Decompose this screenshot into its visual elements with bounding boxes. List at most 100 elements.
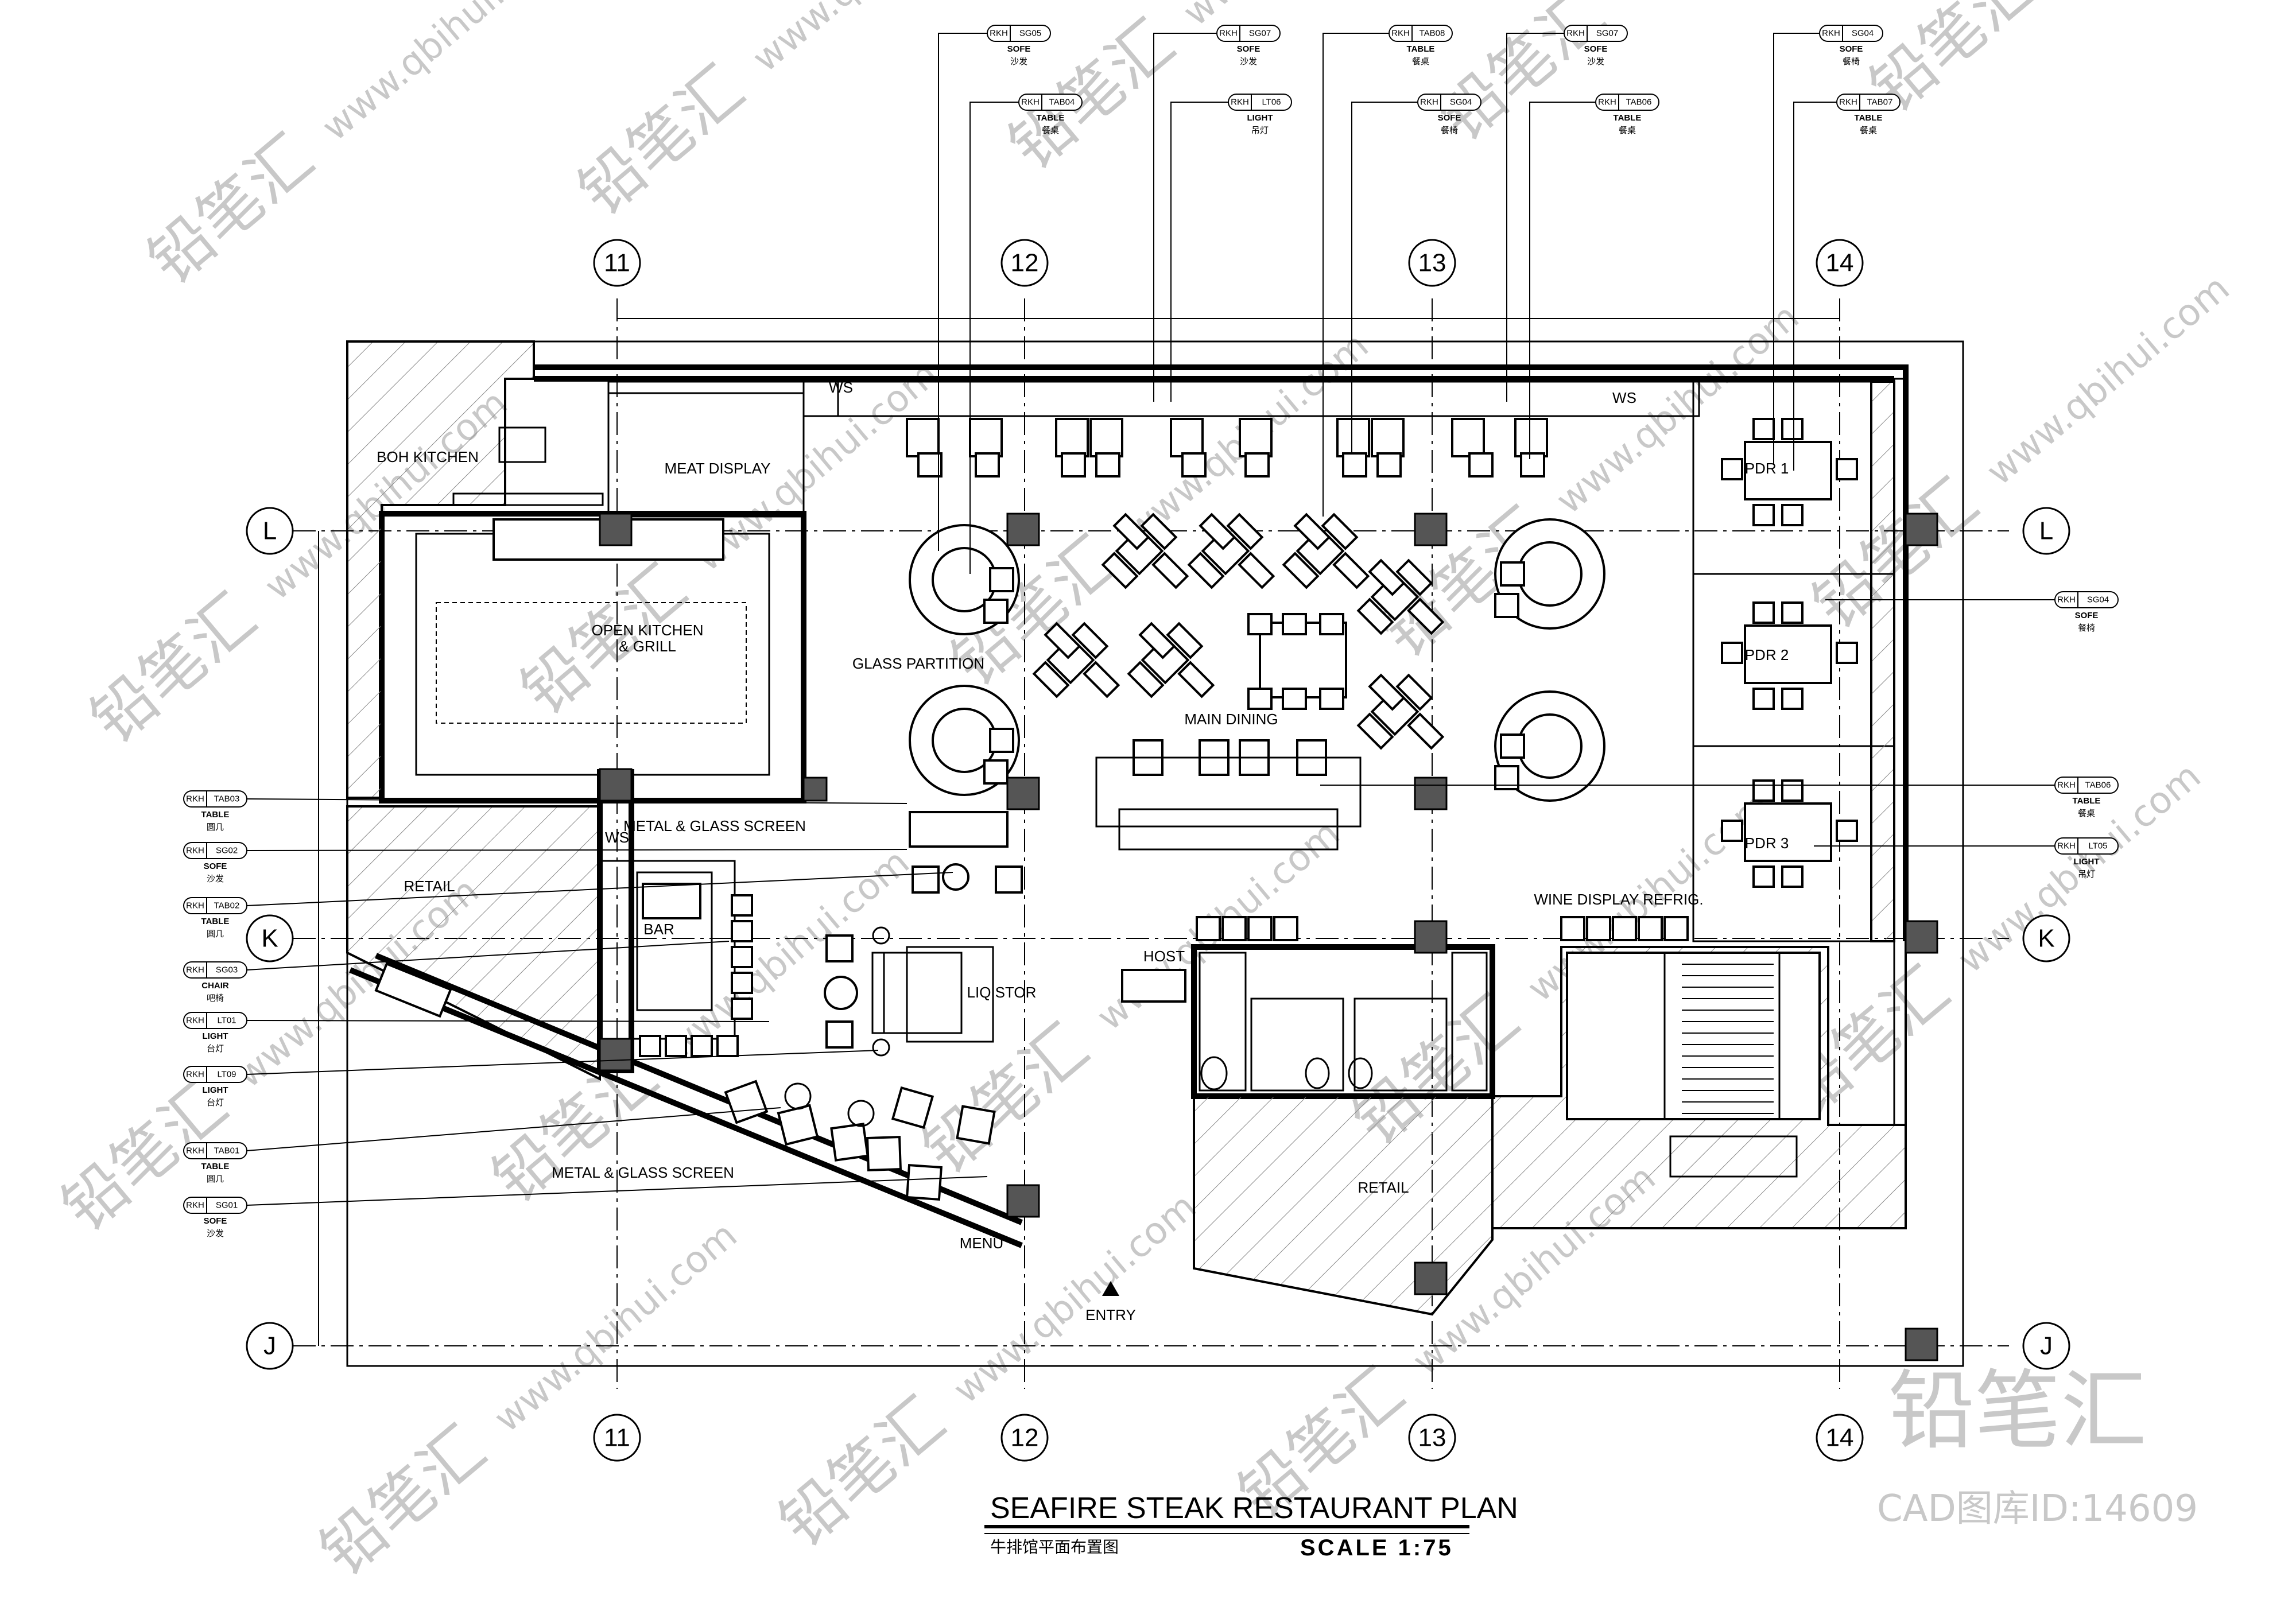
window-seat-back bbox=[1244, 452, 1270, 478]
grid-bubble-row bbox=[246, 914, 294, 962]
chair bbox=[1721, 458, 1743, 480]
room-label-metal-glass-1: METAL & GLASS SCREEN bbox=[623, 817, 806, 834]
pdr-zone bbox=[1692, 381, 1895, 942]
window-seat-back bbox=[917, 452, 943, 478]
svg-text:TABLE: TABLE bbox=[2073, 796, 2101, 806]
svg-text:SG02: SG02 bbox=[216, 846, 238, 856]
refrig-unit bbox=[1247, 916, 1273, 941]
svg-text:SG04: SG04 bbox=[1852, 29, 1874, 38]
chair bbox=[1319, 688, 1344, 710]
svg-text:TAB06: TAB06 bbox=[2085, 781, 2111, 790]
four-top-table bbox=[1127, 622, 1215, 698]
bar-stool bbox=[731, 972, 753, 994]
chair bbox=[1781, 504, 1804, 526]
svg-text:www.qbihui.com: www.qbihui.com bbox=[1979, 267, 2237, 494]
svg-text:沙发: 沙发 bbox=[1240, 56, 1257, 67]
svg-text:RKH: RKH bbox=[990, 29, 1008, 38]
room-label-pdr2: PDR 2 bbox=[1745, 646, 1789, 663]
room-label-wine-display: WINE DISPLAY REFRIG. bbox=[1534, 891, 1703, 908]
svg-text:TABLE: TABLE bbox=[1407, 44, 1435, 54]
svg-text:RKH: RKH bbox=[186, 1201, 204, 1210]
svg-text:SG04: SG04 bbox=[1450, 98, 1472, 107]
svg-text:铅笔汇: 铅笔汇 bbox=[565, 52, 757, 230]
window-seat-back bbox=[1376, 452, 1402, 478]
room-label-ws-2: WS bbox=[1612, 389, 1636, 406]
svg-text:TABLE: TABLE bbox=[1855, 113, 1883, 123]
chair bbox=[1836, 642, 1858, 664]
chair bbox=[1752, 504, 1775, 526]
svg-text:LT06: LT06 bbox=[1262, 98, 1281, 107]
chair bbox=[1282, 688, 1307, 710]
refrig-unit bbox=[1196, 916, 1221, 941]
chair bbox=[1781, 779, 1804, 802]
svg-text:铅笔汇: 铅笔汇 bbox=[766, 1383, 958, 1561]
room-label-open-kitchen-2: & GRILL bbox=[619, 638, 676, 655]
window-seat bbox=[1371, 418, 1405, 457]
svg-text:TAB04: TAB04 bbox=[1049, 98, 1075, 107]
four-top-table bbox=[1282, 513, 1370, 589]
svg-text:铅笔汇: 铅笔汇 bbox=[77, 580, 269, 758]
bar-stool bbox=[731, 894, 753, 917]
room-label-retail-left: RETAIL bbox=[404, 878, 455, 895]
lounge-chair bbox=[995, 865, 1023, 894]
lounge-chair bbox=[777, 1104, 819, 1146]
host-stand bbox=[1121, 969, 1186, 1003]
bar-stool bbox=[731, 946, 753, 968]
svg-text:RKH: RKH bbox=[2057, 595, 2076, 605]
wine-refrig-unit bbox=[1560, 916, 1585, 941]
svg-text:SG03: SG03 bbox=[216, 965, 238, 975]
svg-text:TAB07: TAB07 bbox=[1867, 98, 1893, 107]
bar-stool bbox=[665, 1035, 687, 1057]
grid-label: 14 bbox=[1826, 249, 1854, 277]
svg-text:www.qbihui.com: www.qbihui.com bbox=[945, 1185, 1204, 1412]
grid-bubble-col bbox=[1816, 1414, 1864, 1462]
watermark-id: CAD图库ID:14609 bbox=[1877, 1488, 2198, 1530]
room-label-retail-bottom: RETAIL bbox=[1358, 1179, 1409, 1196]
four-top-table bbox=[1356, 558, 1445, 635]
wine-refrig-unit bbox=[1586, 916, 1611, 941]
grid-label: 13 bbox=[1418, 249, 1446, 277]
chair bbox=[1781, 601, 1804, 624]
room-label-open-kitchen: OPEN KITCHEN bbox=[591, 622, 703, 639]
grid-label: 11 bbox=[604, 1424, 630, 1452]
bar-stool bbox=[731, 997, 753, 1020]
lounge-chair bbox=[956, 1105, 996, 1145]
svg-text:RKH: RKH bbox=[186, 1070, 204, 1080]
room-label-liq-stor: LIQ STOR bbox=[967, 984, 1037, 1001]
svg-text:圆几: 圆几 bbox=[207, 1174, 224, 1184]
grid-bubble-row bbox=[2022, 914, 2070, 962]
grid-bubble-col bbox=[1000, 239, 1049, 287]
svg-text:SG04: SG04 bbox=[2087, 595, 2109, 605]
svg-text:沙发: 沙发 bbox=[1587, 56, 1604, 67]
svg-text:吊灯: 吊灯 bbox=[1251, 125, 1269, 135]
grid-label: J bbox=[2040, 1332, 2053, 1360]
svg-text:www.qbihui.com: www.qbihui.com bbox=[314, 0, 573, 149]
chair bbox=[1752, 601, 1775, 624]
grid-label: 14 bbox=[1826, 1424, 1854, 1452]
washroom-block bbox=[1191, 944, 1495, 1099]
bar-stool bbox=[639, 1035, 661, 1057]
chair bbox=[1752, 865, 1775, 888]
svg-text:RKH: RKH bbox=[1391, 29, 1410, 38]
retail-bottom-zone bbox=[1193, 1095, 1494, 1316]
room-label-ws-3: WS bbox=[605, 829, 629, 846]
window-seat-back bbox=[1061, 452, 1086, 478]
svg-text:餐桌: 餐桌 bbox=[1412, 56, 1429, 67]
svg-text:RKH: RKH bbox=[186, 1146, 204, 1156]
svg-text:RKH: RKH bbox=[186, 1016, 204, 1026]
chair bbox=[1319, 613, 1344, 635]
wine-refrig-unit bbox=[1663, 916, 1689, 941]
grid-bubble-col bbox=[1000, 1414, 1049, 1462]
wine-refrig-unit bbox=[1638, 916, 1663, 941]
room-label-pdr3: PDR 3 bbox=[1745, 834, 1789, 852]
lounge-chair bbox=[724, 1080, 769, 1124]
svg-text:沙发: 沙发 bbox=[207, 1228, 224, 1239]
svg-text:TAB06: TAB06 bbox=[1626, 98, 1652, 107]
